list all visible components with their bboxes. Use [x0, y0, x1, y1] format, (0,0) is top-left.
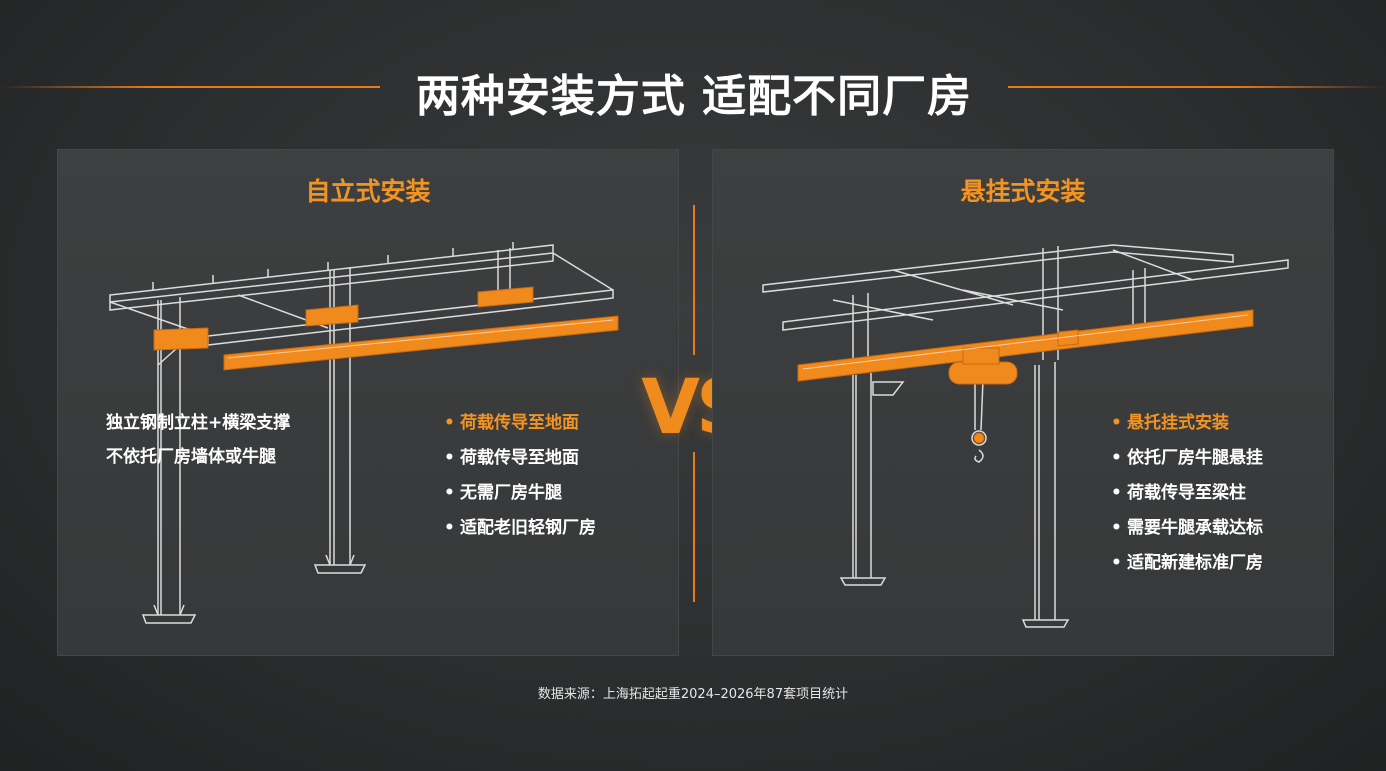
- data-source-note: 数据来源：上海拓起起重2024–2026年87套项目统计: [537, 687, 849, 702]
- feature-item: 无需厂房牛腿: [444, 476, 596, 511]
- feature-item: 需要牛腿承载达标: [1111, 511, 1263, 546]
- description-line: 不依托厂房墙体或牛腿: [106, 447, 276, 467]
- title-line-left: [0, 86, 380, 88]
- self-standing-panel: 自立式安装: [57, 149, 679, 656]
- self-standing-features: 荷载传导至地面 荷载传导至地面 无需厂房牛腿 适配老旧轻钢厂房: [444, 406, 596, 546]
- suspended-title: 悬挂式安装: [960, 177, 1086, 206]
- vs-divider-bottom: [693, 452, 695, 602]
- feature-item: 荷载传导至梁柱: [1111, 476, 1263, 511]
- suspended-crane-illustration: [762, 244, 1289, 628]
- feature-item: 荷载传导至地面: [444, 441, 596, 476]
- feature-item: 适配老旧轻钢厂房: [444, 511, 596, 546]
- page-title: 两种安装方式 适配不同厂房: [415, 71, 973, 122]
- feature-item: 适配新建标准厂房: [1111, 546, 1263, 581]
- suspended-features: 悬托挂式安装 依托厂房牛腿悬挂 荷载传导至梁柱 需要牛腿承载达标 适配新建标准厂…: [1111, 406, 1263, 581]
- feature-item: 依托厂房牛腿悬挂: [1111, 441, 1263, 476]
- self-standing-title: 自立式安装: [305, 177, 431, 206]
- feature-item: 悬托挂式安装: [1111, 406, 1263, 441]
- vs-divider-top: [693, 205, 695, 355]
- suspended-panel: 悬挂式安装: [712, 149, 1334, 656]
- description-line: 独立钢制立柱+横梁支撑: [106, 413, 291, 433]
- feature-item: 荷载传导至地面: [444, 406, 596, 441]
- self-standing-description: 独立钢制立柱+横梁支撑 不依托厂房墙体或牛腿: [106, 406, 290, 474]
- self-standing-crane-illustration: [109, 242, 619, 624]
- title-line-right: [1008, 86, 1386, 88]
